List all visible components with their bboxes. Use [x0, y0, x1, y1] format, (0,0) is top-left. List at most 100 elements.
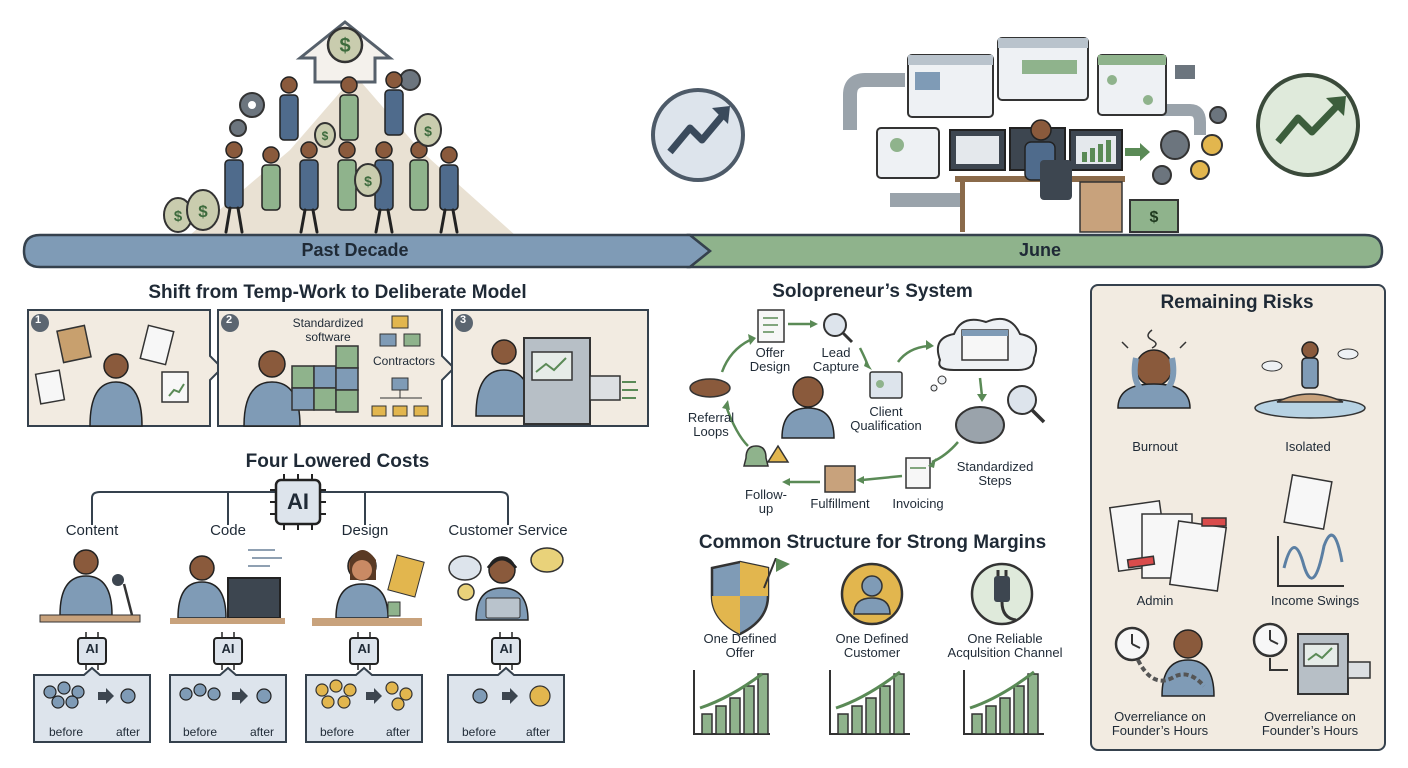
risk-label-income-swings: Income Swings — [1270, 593, 1360, 608]
puzzle-piece-icon — [291, 365, 315, 389]
cost-label-code: Code — [210, 522, 246, 539]
costs-diagram — [33, 474, 565, 743]
before-label: before — [461, 725, 497, 739]
juggling-worker — [34, 324, 189, 427]
structure-title: Common Structure for Strong Margins — [698, 532, 1047, 553]
system-step-standardized-steps: Standardized Steps — [956, 459, 1034, 488]
after-label: after — [115, 725, 140, 739]
cost-label-content: Content — [65, 522, 119, 539]
chip-label: AI — [357, 641, 371, 656]
svg-text:$: $ — [1150, 209, 1159, 226]
chip-label: AI — [221, 641, 235, 656]
risk-label-overreliance: Overreliance on Founder’s Hours — [1261, 709, 1359, 738]
money-bags — [163, 113, 442, 233]
shift-step-number: 3 — [460, 314, 467, 326]
system-step-referral-loops: Referral Loops — [687, 410, 735, 439]
magnifier-icon — [823, 313, 847, 337]
money-bag-icon — [326, 26, 364, 64]
system-step-follow-up: Follow-up — [745, 487, 787, 516]
shift-title: Shift from Temp-Work to Deliberate Model — [148, 282, 527, 303]
machine-icon — [523, 337, 591, 425]
coder-illustration — [170, 549, 285, 624]
svg-text:$: $ — [174, 208, 183, 225]
risk-label-admin: Admin — [1136, 593, 1174, 608]
structure-label-channel: One Reliable Acqulsition Channel — [947, 631, 1063, 660]
plug-icon — [1175, 65, 1195, 79]
invoice-icon — [905, 457, 931, 489]
profile-card-icon — [876, 127, 940, 179]
system-cycle — [689, 309, 1046, 493]
system-step-lead-capture: Lead Capture — [812, 345, 860, 374]
isolated-icon — [1254, 341, 1366, 419]
after-label: after — [385, 725, 410, 739]
svg-text:$: $ — [322, 129, 329, 143]
bell-icon — [743, 445, 769, 467]
cost-label-customer-service: Customer Service — [448, 522, 568, 539]
cash-icon — [1129, 199, 1179, 233]
system-step-client-qualification: Client Qualification — [850, 404, 922, 433]
after-label: after — [249, 725, 274, 739]
worker-head — [1030, 119, 1052, 141]
customer-icon — [840, 562, 904, 626]
clock-machine-icon — [1252, 622, 1371, 695]
warning-icon — [766, 444, 790, 463]
svg-text:$: $ — [424, 123, 432, 139]
risk-label-overreliance: Overreliance on Founder’s Hours — [1111, 709, 1209, 738]
svg-text:$: $ — [339, 35, 350, 57]
after-label: after — [525, 725, 550, 739]
before-label: before — [48, 725, 84, 739]
growth-badge-left — [651, 88, 745, 182]
content-creator-illustration — [39, 549, 141, 623]
hero-illustration: $ — [22, 20, 1384, 269]
shift-step-number: 1 — [35, 314, 42, 326]
solo-workstation: $ — [843, 37, 1227, 233]
designer-illustration — [312, 550, 425, 626]
shield-icon — [710, 558, 790, 636]
support-agent-illustration — [448, 547, 564, 621]
magnifier-icon — [1007, 385, 1037, 415]
gear-icon — [229, 119, 247, 137]
ai-chip-icon — [270, 474, 326, 530]
coin-icon — [1190, 160, 1210, 180]
gear-icon — [399, 69, 421, 91]
before-label: before — [182, 725, 218, 739]
structure-label-offer: One Defined Offer — [703, 631, 777, 660]
costs-title: Four Lowered Costs — [245, 451, 430, 472]
timeline-bar — [22, 233, 1384, 269]
admin-paperwork-icon — [1108, 499, 1228, 592]
ai-hub-label: AI — [287, 489, 309, 514]
before-label: before — [319, 725, 355, 739]
handshake-icon — [689, 378, 731, 398]
growth-chart — [963, 670, 1044, 735]
structure-label-customer: One Defined Customer — [835, 631, 909, 660]
system-step-offer-design: Offer Design — [749, 345, 791, 374]
gear-icon — [1160, 130, 1190, 160]
plug-icon — [970, 562, 1034, 626]
office-chair — [1040, 160, 1072, 200]
risks-icons — [1108, 329, 1371, 697]
risk-label-isolated: Isolated — [1285, 439, 1331, 454]
cost-label-design: Design — [341, 522, 389, 539]
risk-label-burnout: Burnout — [1132, 439, 1178, 454]
timeline-past-label: Past Decade — [301, 240, 409, 260]
structure-icons — [693, 558, 1044, 735]
shift-step-number: 2 — [226, 314, 233, 326]
founder-icon — [792, 376, 824, 408]
chip-label: AI — [499, 641, 513, 656]
machine-operator — [475, 337, 638, 425]
income-swings-icon — [1277, 474, 1344, 587]
gear-icon — [1152, 165, 1172, 185]
system-step-invoicing: Invoicing — [892, 496, 944, 511]
shift-steps — [27, 309, 649, 427]
package-icon — [824, 465, 856, 493]
growth-chart — [829, 670, 910, 735]
org-chart-icon — [391, 377, 409, 391]
growth-chart — [693, 670, 770, 735]
chip-label: AI — [85, 641, 99, 656]
coin-icon — [1201, 134, 1223, 156]
brain-icon — [955, 406, 1005, 444]
chip-row — [77, 637, 521, 665]
svg-text:$: $ — [198, 202, 208, 221]
risks-title: Remaining Risks — [1160, 292, 1314, 313]
